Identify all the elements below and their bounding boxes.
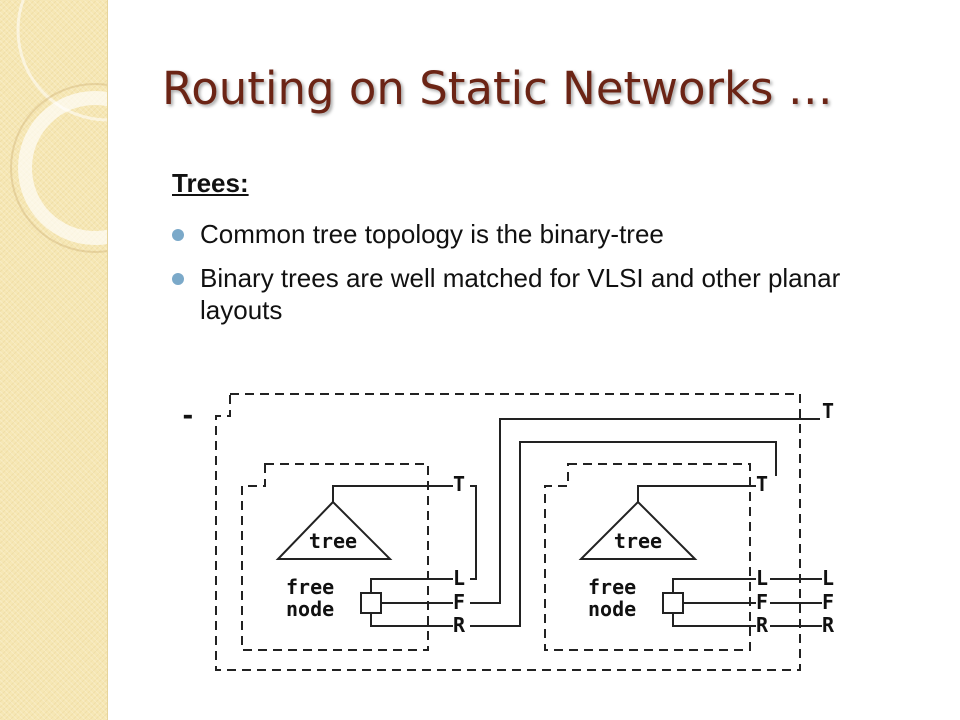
left-tree-label: tree: [309, 529, 357, 553]
right-terminal-t: T: [756, 472, 768, 496]
bullet-list: Common tree topology is the binary-tree …: [172, 218, 872, 338]
outer-marker-label: -: [180, 401, 196, 431]
right-tree-root-wire: [637, 485, 756, 502]
left-tree-triangle: [275, 500, 393, 560]
outer-terminal-l: L: [822, 566, 834, 590]
binary-tree-layout-diagram: - T tree free node T L F R tree free nod…: [180, 393, 835, 671]
left-free-node-r-wire: [370, 613, 453, 627]
left-terminal-t: T: [453, 472, 465, 496]
bullet-item: Common tree topology is the binary-tree: [172, 218, 872, 250]
left-subtree-boundary: [241, 463, 429, 651]
decorative-side-strip: [0, 0, 108, 720]
left-free-node-l-wire: [370, 578, 453, 593]
bullet-dot-icon: [172, 273, 184, 285]
right-free-node-l-wire: [672, 578, 756, 593]
right-node-label: node: [588, 597, 636, 621]
left-f-to-top-t-wire: [470, 418, 820, 604]
left-free-label: free: [286, 575, 334, 599]
trees-subheading: Trees:: [172, 168, 249, 198]
right-tree-triangle: [578, 500, 698, 560]
outer-terminal-r: R: [822, 613, 835, 637]
left-terminal-l: L: [453, 566, 465, 590]
bullet-dot-icon: [172, 229, 184, 241]
right-free-node-box: [662, 592, 684, 614]
right-free-node-r-wire: [672, 613, 756, 627]
right-terminal-f: F: [756, 590, 768, 614]
outer-boundary: [215, 393, 801, 671]
right-subtree-boundary: [544, 463, 751, 651]
top-terminal-label: T: [822, 399, 834, 423]
left-t-to-left-l-wire: [470, 485, 477, 580]
right-terminal-r: R: [756, 613, 769, 637]
left-terminal-f: F: [453, 590, 465, 614]
bullet-text: Common tree topology is the binary-tree: [200, 219, 664, 249]
outer-terminal-f: F: [822, 590, 834, 614]
left-node-label: node: [286, 597, 334, 621]
right-tree-label: tree: [614, 529, 662, 553]
decorative-rings: [10, 0, 107, 253]
right-free-label: free: [588, 575, 636, 599]
left-terminal-r: R: [453, 613, 466, 637]
bullet-text: Binary trees are well matched for VLSI a…: [200, 263, 841, 325]
bullet-item: Binary trees are well matched for VLSI a…: [172, 262, 872, 326]
left-r-to-right-t-wire: [470, 441, 777, 627]
right-terminal-l: L: [756, 566, 768, 590]
left-free-node-box: [360, 592, 382, 614]
slide-title: Routing on Static Networks …: [162, 62, 833, 115]
left-tree-root-wire: [332, 485, 453, 502]
